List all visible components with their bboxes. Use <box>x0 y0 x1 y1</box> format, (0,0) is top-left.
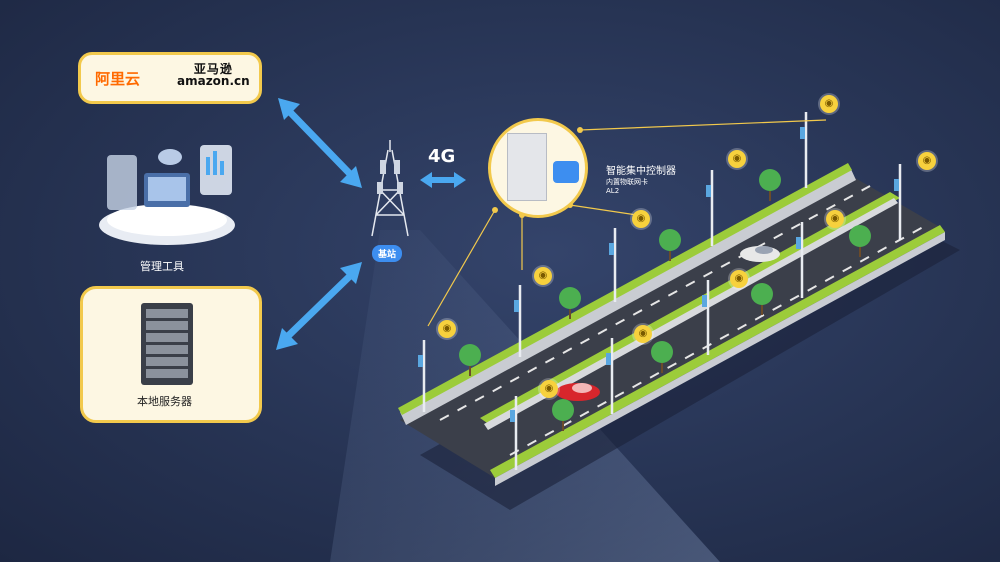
signal-icon: ◉ <box>728 150 746 168</box>
tree <box>559 287 581 309</box>
signal-icon: ◉ <box>540 380 558 398</box>
amazon-en-name: amazon.cn <box>177 74 250 88</box>
aliyun-logo: 阿里云 <box>95 70 141 88</box>
median-strip <box>480 192 900 425</box>
tree <box>751 283 773 305</box>
tree <box>849 225 871 247</box>
amazon-cn-name: 亚马逊 <box>193 62 233 76</box>
sidewalk-bottom <box>495 232 945 486</box>
tree <box>552 399 574 421</box>
tree <box>659 229 681 251</box>
signal-icon: ◉ <box>730 270 748 288</box>
signal-icon: ◉ <box>534 267 552 285</box>
link-line <box>579 119 827 131</box>
tree <box>459 344 481 366</box>
iot-module-icon <box>553 161 579 183</box>
grass-top <box>398 163 852 415</box>
signal-icon: ◉ <box>820 95 838 113</box>
link-line <box>569 204 638 216</box>
local-server-label: 本地服务器 <box>137 395 192 408</box>
arrow-server-station <box>282 270 356 342</box>
controller-sub-iot: 内置物联网卡 <box>606 178 648 186</box>
controller-circle <box>488 118 588 218</box>
amazon-logo: 亚马逊 amazon.cn <box>177 63 250 87</box>
signal-icon: ◉ <box>918 152 936 170</box>
4g-label: 4G <box>428 146 456 167</box>
controller-title: 智能集中控制器 <box>606 166 676 177</box>
tree <box>651 341 673 363</box>
signal-icon: ◉ <box>826 210 844 228</box>
base-station-label: 基站 <box>372 245 403 262</box>
management-tool-label: 管理工具 <box>140 260 184 273</box>
white-car <box>740 246 780 262</box>
signal-icon: ◉ <box>634 325 652 343</box>
signal-icon: ◉ <box>438 320 456 338</box>
cloud-platforms-card: 阿里云 亚马逊 amazon.cn <box>78 52 262 104</box>
tree <box>759 169 781 191</box>
grass-bottom <box>490 225 945 478</box>
link-line <box>427 209 496 327</box>
signal-icon: ◉ <box>632 210 650 228</box>
arrow-cloud-station <box>284 106 356 180</box>
management-tool-icon <box>99 145 235 245</box>
local-server-card: 本地服务器 <box>80 286 262 423</box>
red-car <box>556 383 600 401</box>
sidewalk-top <box>400 167 856 425</box>
server-rack-icon <box>141 303 193 385</box>
controller-cabinet-icon <box>507 133 547 201</box>
controller-sub-al2: AL2 <box>606 187 620 195</box>
